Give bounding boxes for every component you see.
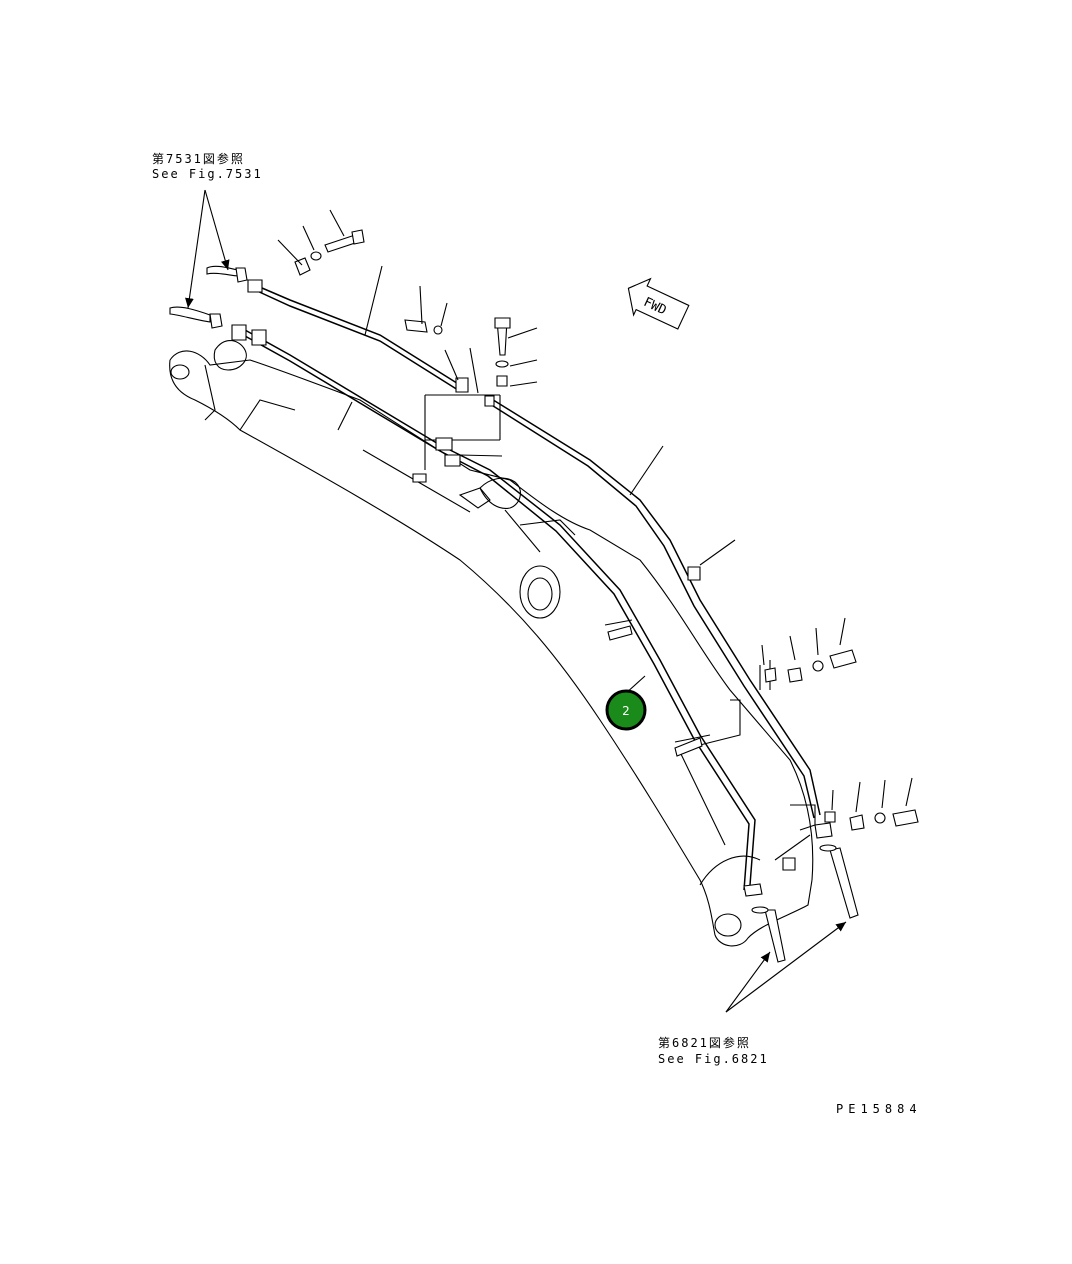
hose-ends-bottom bbox=[751, 844, 859, 963]
callout-2[interactable]: 2 bbox=[605, 689, 647, 731]
ref-label-fig7531-jp: 第7531図参照 bbox=[152, 152, 245, 166]
leader-lines bbox=[277, 209, 913, 813]
hose-ends-top bbox=[169, 265, 267, 346]
cylinder-bracket-mid bbox=[479, 477, 521, 509]
ref-arrows bbox=[185, 189, 847, 1013]
ref-label-fig6821-en: See Fig.6821 bbox=[658, 1052, 769, 1066]
boom-foot-pin-hole bbox=[170, 364, 190, 380]
hydraulic-pipes bbox=[244, 284, 821, 891]
callout-number: 2 bbox=[622, 704, 630, 718]
fastener-parts bbox=[294, 229, 919, 897]
boom-top-pin-hole bbox=[714, 913, 742, 937]
fwd-arrow-icon: FWD bbox=[627, 277, 690, 330]
ref-label-fig7531-en: See Fig.7531 bbox=[152, 167, 263, 181]
boom-arm bbox=[169, 340, 814, 947]
cylinder-bracket-left bbox=[213, 340, 247, 371]
ref-label-fig6821-jp: 第6821図参照 bbox=[658, 1036, 751, 1050]
drawing-code: PE15884 bbox=[836, 1102, 922, 1116]
boom-boss bbox=[519, 565, 561, 619]
